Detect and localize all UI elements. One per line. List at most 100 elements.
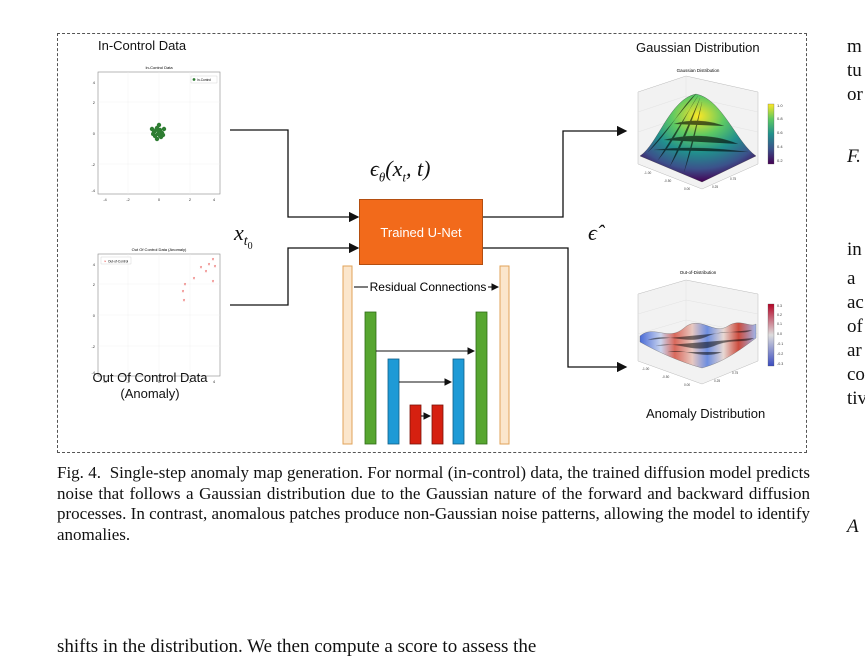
- svg-text:×: ×: [212, 257, 215, 263]
- right-col-line: A: [847, 516, 859, 537]
- svg-text:-1.00: -1.00: [644, 171, 651, 175]
- gaussian-surface-plot: Gaussian Distribution 1.0 0.8 0.6 0.4 0.2 -1…: [637, 68, 783, 191]
- right-col-line: co: [847, 364, 865, 385]
- right-col-line: tiv: [847, 388, 865, 409]
- green-block-right: [475, 311, 488, 445]
- right-col-line: ar: [847, 340, 862, 361]
- green-block-left: [364, 311, 377, 445]
- svg-text:2: 2: [189, 197, 192, 202]
- out-control-plot-title: Out Of Control Data (Anomaly): [132, 247, 187, 252]
- svg-text:0.4: 0.4: [777, 144, 783, 149]
- svg-text:×: ×: [212, 279, 215, 285]
- right-col-line: in: [847, 239, 862, 260]
- svg-text:-2: -2: [91, 162, 95, 167]
- gaussian-label: Gaussian Distribution: [636, 40, 760, 55]
- anomaly-label: Anomaly Distribution: [646, 406, 766, 421]
- svg-text:-4: -4: [103, 379, 107, 384]
- trained-unet-box: Trained U-Net: [359, 199, 483, 265]
- connector-arrows: [230, 125, 628, 373]
- svg-text:×: ×: [208, 262, 211, 268]
- svg-text:-0.50: -0.50: [664, 179, 671, 183]
- svg-text:4: 4: [93, 80, 96, 85]
- out-control-label: Out Of Control Data (Anomaly): [75, 370, 225, 402]
- right-col-line: F.: [847, 146, 861, 167]
- ood-plot-title: Out-of-Distribution: [680, 270, 717, 275]
- ood-surface-plot: Out-of-Distribution 0.3 0.2 0.1 0.0 -0.1 -0.…: [637, 270, 783, 387]
- svg-text:×: ×: [214, 264, 217, 270]
- right-col-line: ac: [847, 292, 864, 313]
- svg-text:0.2: 0.2: [777, 313, 782, 317]
- red-block-right: [431, 404, 444, 445]
- out-control-legend: Out-of-Control: [108, 260, 128, 264]
- svg-text:×: ×: [182, 289, 185, 295]
- svg-text:0.75: 0.75: [730, 177, 736, 181]
- svg-text:-0.2: -0.2: [777, 352, 783, 356]
- caption-text: Single-step anomaly map generation. For …: [57, 463, 810, 544]
- svg-text:0.6: 0.6: [777, 130, 783, 135]
- right-col-line: a: [847, 268, 856, 289]
- svg-text:-0.50: -0.50: [662, 375, 669, 379]
- in-control-label: In-Control Data: [98, 38, 187, 53]
- svg-text:-4: -4: [91, 370, 95, 375]
- svg-text:4: 4: [93, 262, 96, 267]
- in-control-scatter: In-Control Data In-Control -4 -2 0 2 4 4 2 0 -2…: [91, 65, 221, 202]
- bottom-cut-text: shifts in the distribution. We then comp…: [57, 636, 537, 657]
- svg-text:0.0: 0.0: [777, 332, 782, 336]
- figure-panel: In-Control Data In-Control Data In-Contr…: [57, 33, 807, 453]
- svg-text:0: 0: [93, 313, 96, 318]
- svg-text:×: ×: [184, 282, 187, 288]
- svg-text:-0.3: -0.3: [777, 362, 783, 366]
- unet-architecture: Residual Connections: [342, 265, 510, 445]
- svg-text:×: ×: [200, 265, 203, 271]
- svg-text:0.3: 0.3: [777, 304, 782, 308]
- in-control-legend: In-Control: [197, 78, 211, 82]
- svg-text:-2: -2: [126, 379, 130, 384]
- svg-text:0.00: 0.00: [684, 383, 690, 387]
- svg-text:2: 2: [93, 100, 96, 105]
- svg-text:0.75: 0.75: [732, 371, 738, 375]
- svg-text:-2: -2: [126, 197, 130, 202]
- svg-text:0.8: 0.8: [777, 116, 783, 121]
- svg-text:2: 2: [189, 379, 192, 384]
- svg-text:0.1: 0.1: [777, 322, 782, 326]
- right-col-line: or: [847, 84, 863, 105]
- svg-text:0.25: 0.25: [714, 379, 720, 383]
- svg-text:0.25: 0.25: [712, 185, 718, 189]
- out-control-label-line2: (Anomaly): [120, 386, 180, 401]
- red-block-left: [409, 404, 422, 445]
- svg-text:×: ×: [183, 298, 186, 304]
- blue-block-left: [387, 358, 400, 445]
- svg-text:0.2: 0.2: [777, 158, 783, 163]
- svg-text:0: 0: [93, 131, 96, 136]
- caption-label: Fig. 4.: [57, 463, 102, 482]
- svg-text:4: 4: [213, 197, 216, 202]
- gaussian-plot-title: Gaussian Distribution: [677, 68, 720, 73]
- input-symbol: xt0: [234, 220, 253, 253]
- residual-connections-label: Residual Connections: [370, 280, 487, 294]
- svg-text:-4: -4: [103, 197, 107, 202]
- model-symbol: ϵθ(xt, t): [370, 156, 431, 185]
- svg-text:0.00: 0.00: [684, 187, 690, 191]
- out-control-scatter: Out Of Control Data (Anomaly) × Out-of-C…: [91, 247, 221, 384]
- svg-text:×: ×: [104, 259, 107, 264]
- output-symbol: ϵ̂: [588, 220, 597, 245]
- residual-bar-right: [499, 265, 510, 445]
- svg-text:4: 4: [213, 379, 216, 384]
- svg-text:2: 2: [93, 282, 96, 287]
- right-col-line: tu: [847, 60, 862, 81]
- svg-text:1.0: 1.0: [777, 103, 783, 108]
- blue-block-right: [452, 358, 465, 445]
- svg-text:-4: -4: [91, 188, 95, 193]
- svg-text:-1.00: -1.00: [642, 367, 649, 371]
- right-col-line: m: [847, 36, 862, 57]
- in-control-plot-title: In-Control Data: [145, 65, 173, 70]
- right-col-line: of: [847, 316, 863, 337]
- svg-text:0: 0: [158, 197, 161, 202]
- svg-text:-2: -2: [91, 344, 95, 349]
- svg-text:-0.1: -0.1: [777, 342, 783, 346]
- out-control-label-line1: Out Of Control Data: [92, 370, 208, 385]
- residual-bar-left: [342, 265, 353, 445]
- figure-caption: Fig. 4. Single-step anomaly map generati…: [57, 463, 810, 545]
- svg-text:×: ×: [205, 269, 208, 275]
- svg-text:×: ×: [193, 276, 196, 282]
